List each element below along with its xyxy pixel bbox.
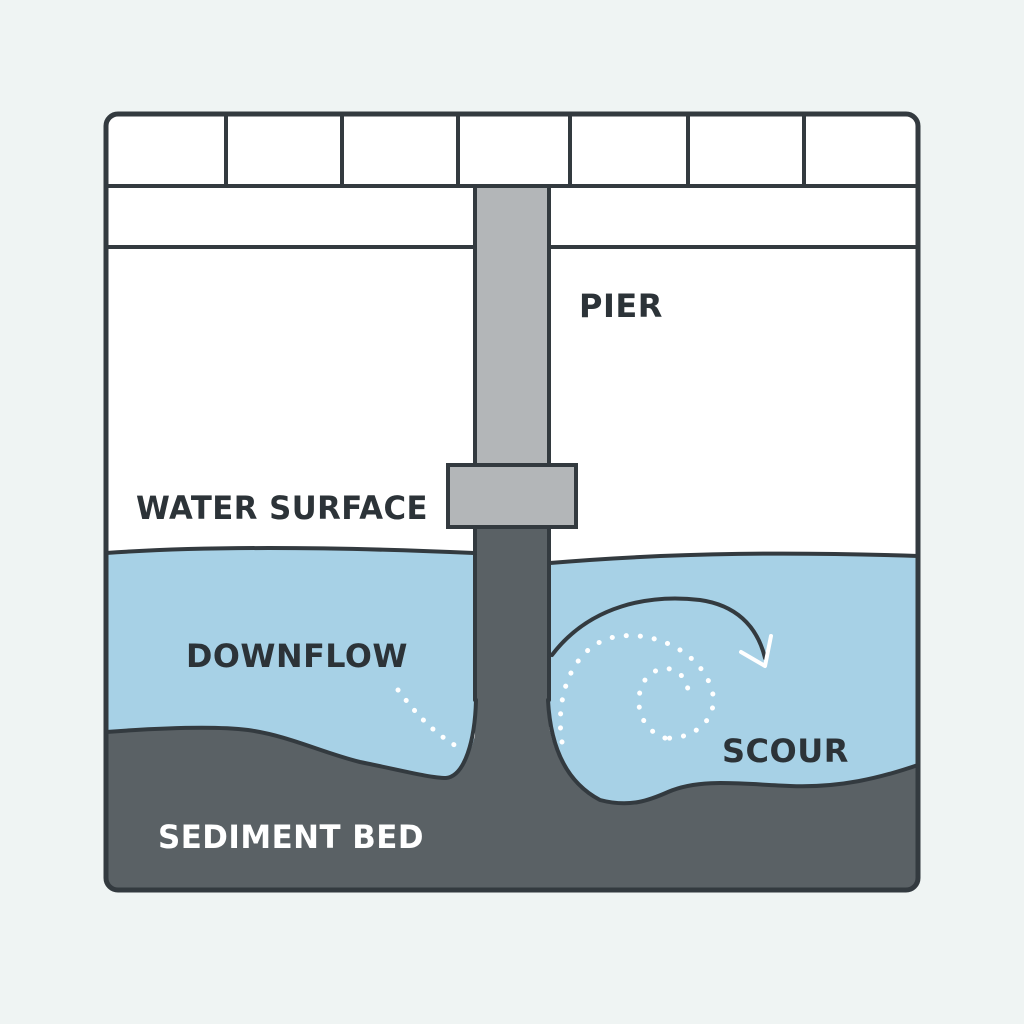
label-sediment-bed: SEDIMENT BED — [158, 818, 424, 856]
sediment-bed-outline — [106, 698, 478, 780]
pier-submerged — [475, 527, 549, 787]
sediment-bed — [106, 700, 918, 890]
label-scour: SCOUR — [722, 732, 849, 770]
water-surface-line — [106, 546, 476, 555]
pier-shaft — [475, 186, 549, 466]
label-pier: PIER — [579, 287, 663, 325]
downflow-arrow — [395, 687, 459, 749]
label-water-surface: WATER SURFACE — [136, 489, 428, 527]
scour-hole-outline — [546, 698, 918, 806]
vortex-arrowhead — [739, 634, 773, 668]
pier-collar — [446, 463, 578, 529]
diagram-frame — [103, 111, 921, 893]
water-surface-line-right — [548, 551, 918, 565]
bridge-deck — [106, 114, 918, 249]
label-downflow: DOWNFLOW — [186, 637, 408, 675]
vortex-dotted-loop-inner — [636, 666, 691, 741]
vortex-arc — [550, 596, 767, 660]
